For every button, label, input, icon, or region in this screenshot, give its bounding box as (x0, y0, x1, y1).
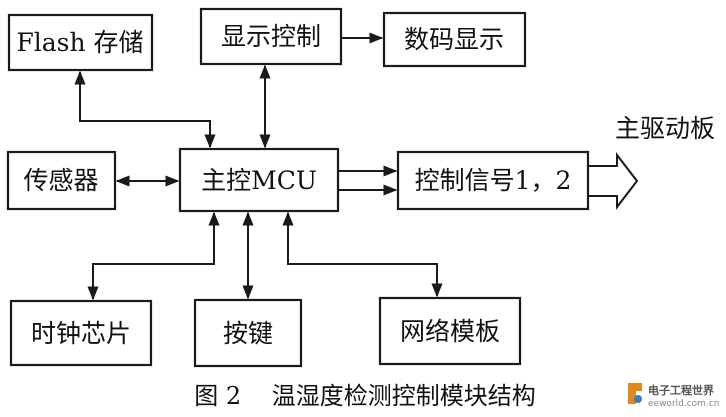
clock-mcu-connector (87, 211, 220, 301)
flash-storage-label: Flash 存储 (16, 28, 143, 57)
flash-mcu-connector (74, 70, 216, 149)
keys-label: 按键 (223, 319, 273, 348)
keys-block: 按键 (193, 298, 303, 368)
digital-display-block: 数码显示 (382, 11, 527, 68)
network-board-label: 网络模板 (400, 317, 500, 346)
eeworld-logo-dot-icon (634, 395, 642, 403)
eeworld-logo-mark-icon (628, 383, 642, 404)
main-mcu-label: 主控MCU (201, 166, 317, 195)
network-mcu-connector (282, 211, 443, 298)
display-control-label: 显示控制 (221, 22, 321, 51)
digital-display-label: 数码显示 (404, 25, 504, 54)
clock-chip-label: 时钟芯片 (31, 319, 131, 348)
control-signal-block: 控制信号1，2 (396, 150, 590, 211)
output-hollow-arrow (588, 152, 639, 210)
eeworld-watermark-url: eeworld.com.cn (648, 399, 719, 409)
eeworld-watermark-title: 电子工程世界 (648, 383, 714, 397)
control-signal-label: 控制信号1，2 (415, 166, 572, 195)
sensor-label: 传感器 (23, 166, 98, 195)
eeworld-watermark-logo: 电子工程世界 eeworld.com.cn (628, 383, 719, 409)
main-mcu-block: 主控MCU (178, 147, 340, 213)
clock-chip-block: 时钟芯片 (9, 299, 153, 367)
display-control-block: 显示控制 (199, 7, 343, 66)
network-board-block: 网络模板 (378, 296, 522, 366)
flash-storage-block: Flash 存储 (7, 13, 154, 72)
figure-caption: 图 2 温湿度检测控制模块结构 (194, 382, 535, 410)
main-drive-board-label: 主驱动板 (615, 114, 715, 143)
sensor-block: 传感器 (6, 150, 117, 211)
